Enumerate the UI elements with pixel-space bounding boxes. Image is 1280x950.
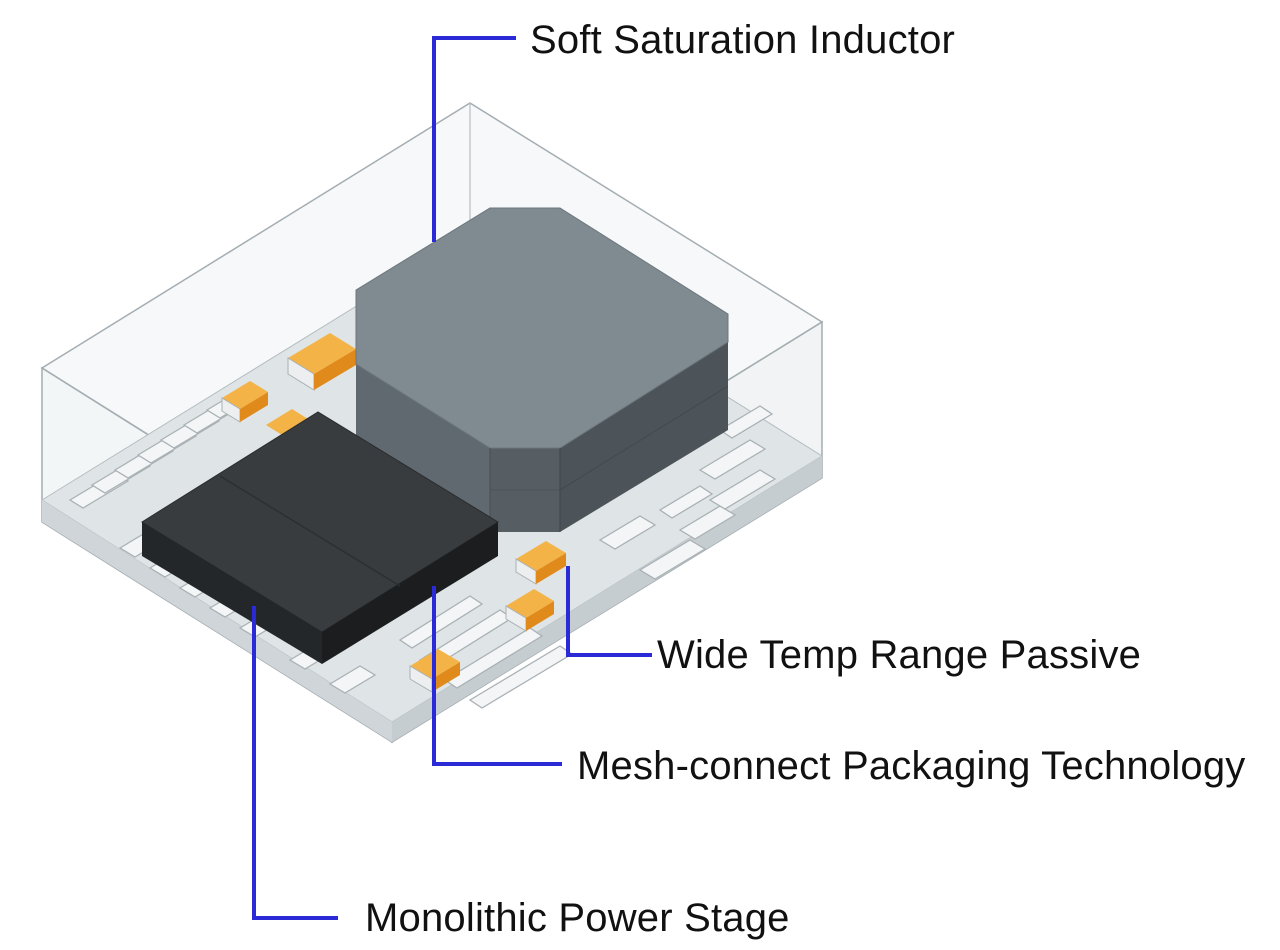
power-stage — [141, 411, 499, 664]
leader-line-inductor — [432, 36, 516, 242]
passive-chip — [287, 333, 356, 391]
inductor — [355, 207, 729, 532]
leader-lines — [252, 36, 652, 920]
label-monolithic-power-stage: Monolithic Power Stage — [365, 896, 790, 940]
pcb-traces — [68, 382, 777, 709]
leader-line-mesh — [432, 586, 562, 766]
label-mesh-connect-packaging: Mesh-connect Packaging Technology — [577, 744, 1246, 788]
label-wide-temp-range-passive: Wide Temp Range Passive — [657, 633, 1142, 677]
passive-chip — [515, 541, 566, 585]
label-soft-saturation-inductor: Soft Saturation Inductor — [530, 18, 956, 62]
passive-chip — [221, 381, 268, 423]
leader-line-power-stage — [252, 606, 338, 920]
leader-line-passive — [566, 566, 652, 657]
passive-chip — [505, 589, 554, 632]
